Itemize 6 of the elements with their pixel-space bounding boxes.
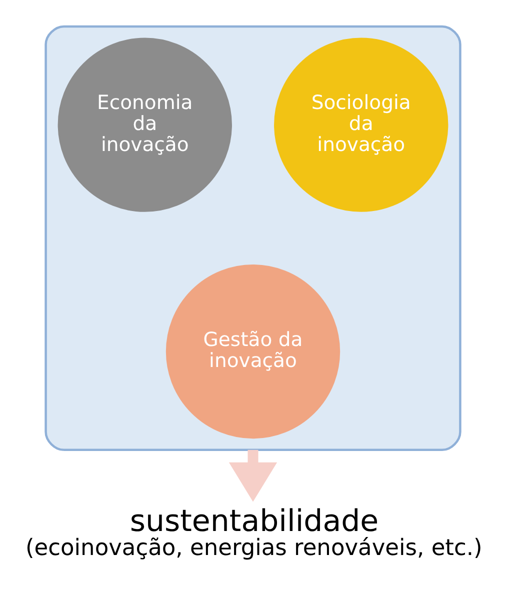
cluster <box>44 25 462 452</box>
node-circle: Gestão da inovação <box>166 264 340 439</box>
arrow <box>228 450 278 502</box>
node-circle: Economia da inovação <box>58 38 232 212</box>
node-circle: Sociologia da inovação <box>274 38 448 212</box>
node-text: sustentabilidade (ecoinovação, energias renováveis, etc.) <box>26 504 482 562</box>
